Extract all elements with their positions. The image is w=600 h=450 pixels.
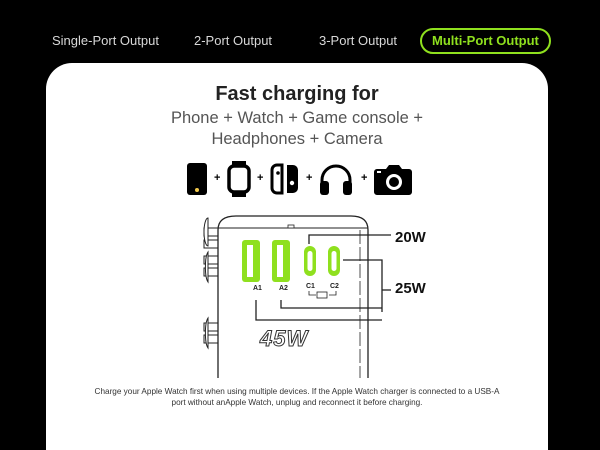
subtitle-line-2: Headphones + Camera (211, 130, 383, 148)
charger-diagram: 45W (203, 215, 391, 378)
note-line-2: port without anApple Watch, unplug and r… (171, 398, 423, 407)
watch-icon (227, 161, 251, 197)
charging-note: Charge your Apple Watch first when using… (66, 386, 528, 408)
camera-icon (374, 165, 412, 195)
game-console-icon (270, 163, 298, 195)
svg-text:45W: 45W (259, 326, 309, 351)
headphones-icon (320, 164, 352, 195)
other-port-power-label: 25W (395, 280, 426, 297)
port-label-a2: A2 (279, 285, 288, 292)
plus-sign: + (306, 172, 313, 184)
plus-sign: + (214, 172, 221, 184)
tab-3-port-output[interactable]: 3-Port Output (319, 33, 398, 48)
card-subtitle: Phone + Watch + Game console + Headphone… (46, 108, 548, 150)
port-label-a1: A1 (253, 285, 262, 292)
plus-sign: + (361, 172, 368, 184)
output-mode-tabs: Single-Port Output 2-Port Output 3-Port … (0, 28, 600, 54)
port-label-c2: C2 (330, 283, 339, 290)
tab-single-port-output[interactable]: Single-Port Output (52, 33, 159, 48)
device-icons-row: + + + + (46, 161, 548, 197)
c-port-power-label: 20W (395, 229, 426, 246)
subtitle-line-1: Phone + Watch + Game console + (170, 109, 424, 127)
port-label-c1: C1 (306, 283, 315, 290)
tab-multi-port-output[interactable]: Multi-Port Output (420, 28, 551, 54)
card-title: Fast charging for (215, 83, 379, 105)
content-card: Fast charging for Phone + Watch + Game c… (46, 63, 548, 450)
plus-sign: + (257, 172, 264, 184)
phone-icon (187, 163, 207, 195)
note-line-1: Charge your Apple Watch first when using… (94, 387, 500, 396)
tab-2-port-output[interactable]: 2-Port Output (194, 33, 273, 48)
